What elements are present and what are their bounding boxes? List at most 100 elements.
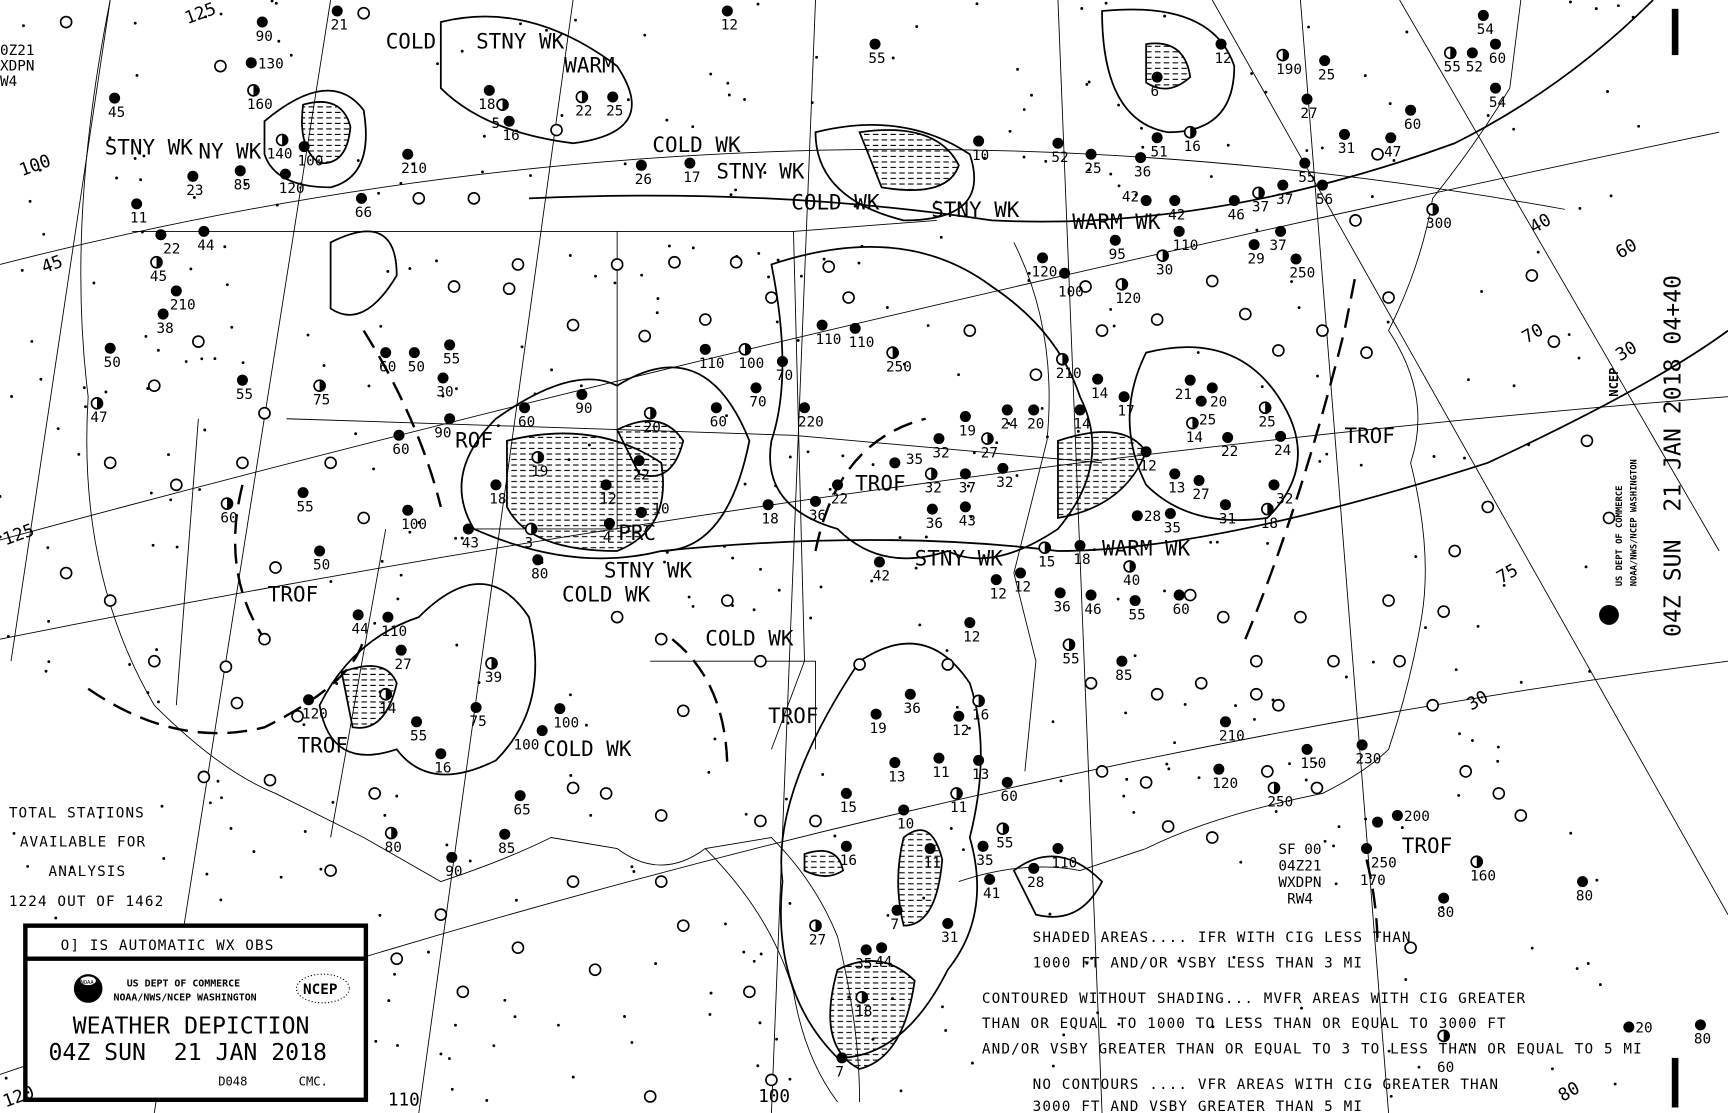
grid-dot (513, 1015, 517, 1019)
overcast-marker (984, 873, 996, 885)
grid-dot (380, 559, 384, 563)
grid-dot (436, 62, 439, 66)
grid-dot (1016, 67, 1019, 71)
automatic-station-marker (169, 478, 183, 492)
station-observation (1118, 391, 1130, 403)
automatic-station-marker (357, 6, 371, 20)
overcast-marker (1391, 809, 1403, 821)
grid-dot (104, 390, 108, 394)
grid-dot (758, 1021, 762, 1025)
station-observation (1219, 499, 1231, 511)
grid-dot (822, 257, 826, 261)
ceiling-value: 110 (849, 335, 875, 351)
automatic-station-marker (467, 192, 481, 205)
grid-dot (38, 168, 42, 172)
station-observation (575, 90, 589, 104)
automatic-station-marker (1382, 594, 1395, 607)
station-observation (1193, 474, 1205, 486)
grid-dot (1076, 429, 1080, 433)
ceiling-value: 31 (941, 930, 958, 946)
ceiling-value: 56 (1316, 192, 1333, 208)
grid-dot (82, 386, 86, 390)
ceiling-value: 40 (1123, 573, 1140, 589)
station-observation (297, 487, 309, 499)
station-observation (1074, 404, 1086, 416)
ceiling-value: 16 (434, 760, 451, 776)
station-observation (1028, 862, 1040, 874)
ceiling-value: 14 (1091, 386, 1108, 402)
station-observation (973, 754, 985, 766)
station-observation (393, 429, 405, 441)
station-observation (446, 851, 458, 863)
grid-dot (1141, 145, 1145, 149)
automatic-station-marker (1514, 809, 1528, 822)
grid-dot (383, 813, 387, 817)
grid-dot (806, 450, 810, 454)
product-id-block: SF 00 04Z21 WXDPN RW4 (1278, 842, 1321, 908)
ceiling-value: 25 (1259, 414, 1276, 430)
overcast-marker (1195, 395, 1207, 407)
overcast-marker (873, 556, 885, 568)
ceiling-value: 20 (644, 420, 661, 436)
ceiling-value: 15 (840, 800, 857, 816)
ceiling-value: 41 (983, 886, 1000, 902)
automatic-station-marker (103, 594, 117, 607)
ceiling-value: 90 (575, 401, 592, 417)
grid-dot (589, 813, 593, 817)
partial-cover-fill (892, 347, 899, 359)
ceiling-value: 200 (1404, 809, 1430, 825)
grid-dot (1215, 540, 1219, 544)
grid-dot (450, 1087, 454, 1091)
grid-dot (1467, 378, 1470, 382)
grid-dot (1318, 459, 1322, 463)
ceiling-value: 12 (600, 492, 617, 508)
grid-dot (454, 536, 458, 540)
automatic-station-marker (566, 875, 580, 888)
station-observation (1184, 374, 1196, 386)
ceiling-value: 13 (888, 769, 905, 785)
grid-dot (115, 176, 119, 180)
overcast-marker (1129, 595, 1141, 607)
station-observation (314, 545, 326, 557)
automatic-station-marker (1161, 820, 1175, 833)
station-observation (1074, 539, 1086, 551)
ceiling-value: 55 (1444, 60, 1461, 76)
overcast-marker (977, 840, 989, 852)
grid-dot (630, 865, 634, 869)
legend-none-line: 3000 FT AND VSBY GREATER THAN 5 MI (1033, 1099, 1363, 1113)
automatic-station-marker (754, 814, 767, 828)
automatic-station-marker (502, 282, 516, 296)
partial-cover-fill (861, 991, 868, 1003)
grid-dot (729, 193, 733, 197)
automatic-station-marker (230, 696, 244, 710)
ceiling-value: 60 (379, 359, 396, 375)
automatic-station-marker (853, 658, 866, 671)
station-observation (1470, 855, 1484, 869)
overcast-marker (633, 455, 645, 467)
grid-dot (665, 118, 669, 122)
station-observation (889, 457, 901, 469)
automatic-station-marker (743, 985, 756, 999)
grid-dot (184, 360, 188, 363)
station-observation (924, 467, 938, 481)
ceiling-value: 13 (972, 767, 989, 783)
grid-dot (289, 53, 293, 57)
station-observation (536, 725, 548, 737)
station-observation (721, 5, 733, 17)
overcast-marker (889, 457, 901, 469)
overcast-marker (170, 285, 182, 297)
ceiling-value: 54 (1477, 22, 1494, 38)
grid-dot (377, 191, 380, 195)
grid-dot (809, 616, 813, 620)
grid-dot (899, 1089, 903, 1093)
station-observation (860, 944, 872, 956)
overcast-marker (926, 503, 938, 515)
grid-dot (482, 134, 486, 138)
station-observation (379, 687, 393, 701)
grid-dot (1132, 810, 1136, 814)
station-observation (1489, 38, 1501, 50)
overcast-marker (234, 165, 246, 177)
front-label: WARM (564, 54, 614, 78)
station-observation (1140, 446, 1152, 458)
station-observation (1183, 125, 1197, 139)
